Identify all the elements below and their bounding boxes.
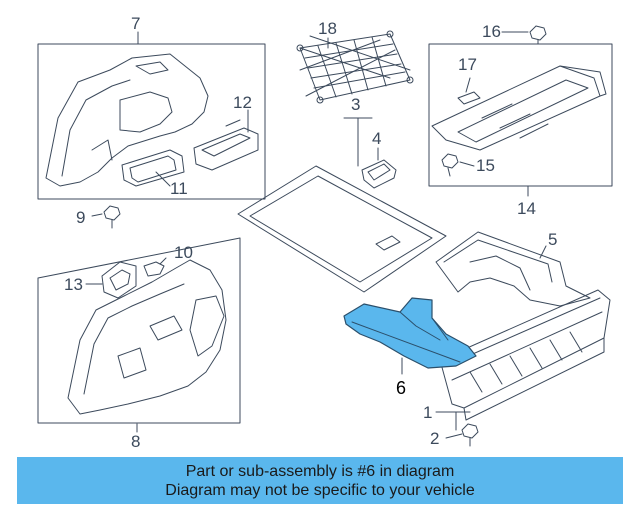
callout-11: 11 (170, 179, 188, 198)
callout-12: 12 (233, 93, 252, 112)
part-3-floor-board (237, 165, 447, 293)
part-12-cover (193, 119, 259, 171)
group-box-14 (428, 43, 613, 187)
callout-1: 1 (423, 403, 432, 422)
part-17-clip (457, 91, 481, 105)
group-box-8 (37, 237, 241, 424)
callout-14: 14 (517, 199, 536, 218)
part-5-floor-panel (435, 231, 591, 307)
callout-13: 13 (64, 275, 83, 294)
callout-3: 3 (351, 95, 360, 114)
group-box-7 (37, 43, 266, 200)
callout-17: 17 (458, 55, 477, 74)
callout-10: 10 (174, 243, 193, 262)
callout-16: 16 (482, 22, 501, 41)
left-quarter-trim-upper (45, 53, 209, 187)
info-banner: Part or sub-assembly is #6 in diagram Di… (17, 457, 623, 504)
parts-diagram: 7 12 11 9 18 3 4 16 17 15 14 5 10 13 8 1… (37, 14, 613, 451)
part-11-cover (121, 149, 185, 187)
callout-5: 5 (548, 230, 557, 249)
part-4-hook (361, 159, 397, 189)
part-14-package-shelf (431, 65, 607, 151)
part-13-bracket (101, 261, 137, 299)
part-9-clip (103, 205, 121, 229)
callout-6: 6 (396, 378, 406, 398)
part-16-clip (529, 25, 547, 45)
part-2-clip (461, 423, 479, 447)
part-1-rear-sill-trim (439, 289, 611, 421)
banner-line-1: Part or sub-assembly is #6 in diagram (185, 462, 455, 480)
callout-labels: 7 12 11 9 18 3 4 16 17 15 14 5 10 13 8 1… (64, 14, 557, 451)
callout-4: 4 (372, 129, 381, 148)
callout-2: 2 (430, 429, 439, 448)
callout-18: 18 (318, 19, 337, 38)
callout-8: 8 (131, 432, 140, 451)
part-6-highlighted (343, 297, 477, 369)
part-10-clip (143, 261, 165, 277)
part-18-cargo-net (296, 30, 414, 104)
callout-9: 9 (76, 208, 85, 227)
left-quarter-trim-lower (67, 259, 227, 415)
part-15-clip (441, 153, 459, 177)
banner-line-2: Diagram may not be specific to your vehi… (165, 481, 475, 499)
callout-7: 7 (131, 14, 140, 33)
leader-lines (85, 31, 547, 439)
callout-15: 15 (476, 156, 495, 175)
